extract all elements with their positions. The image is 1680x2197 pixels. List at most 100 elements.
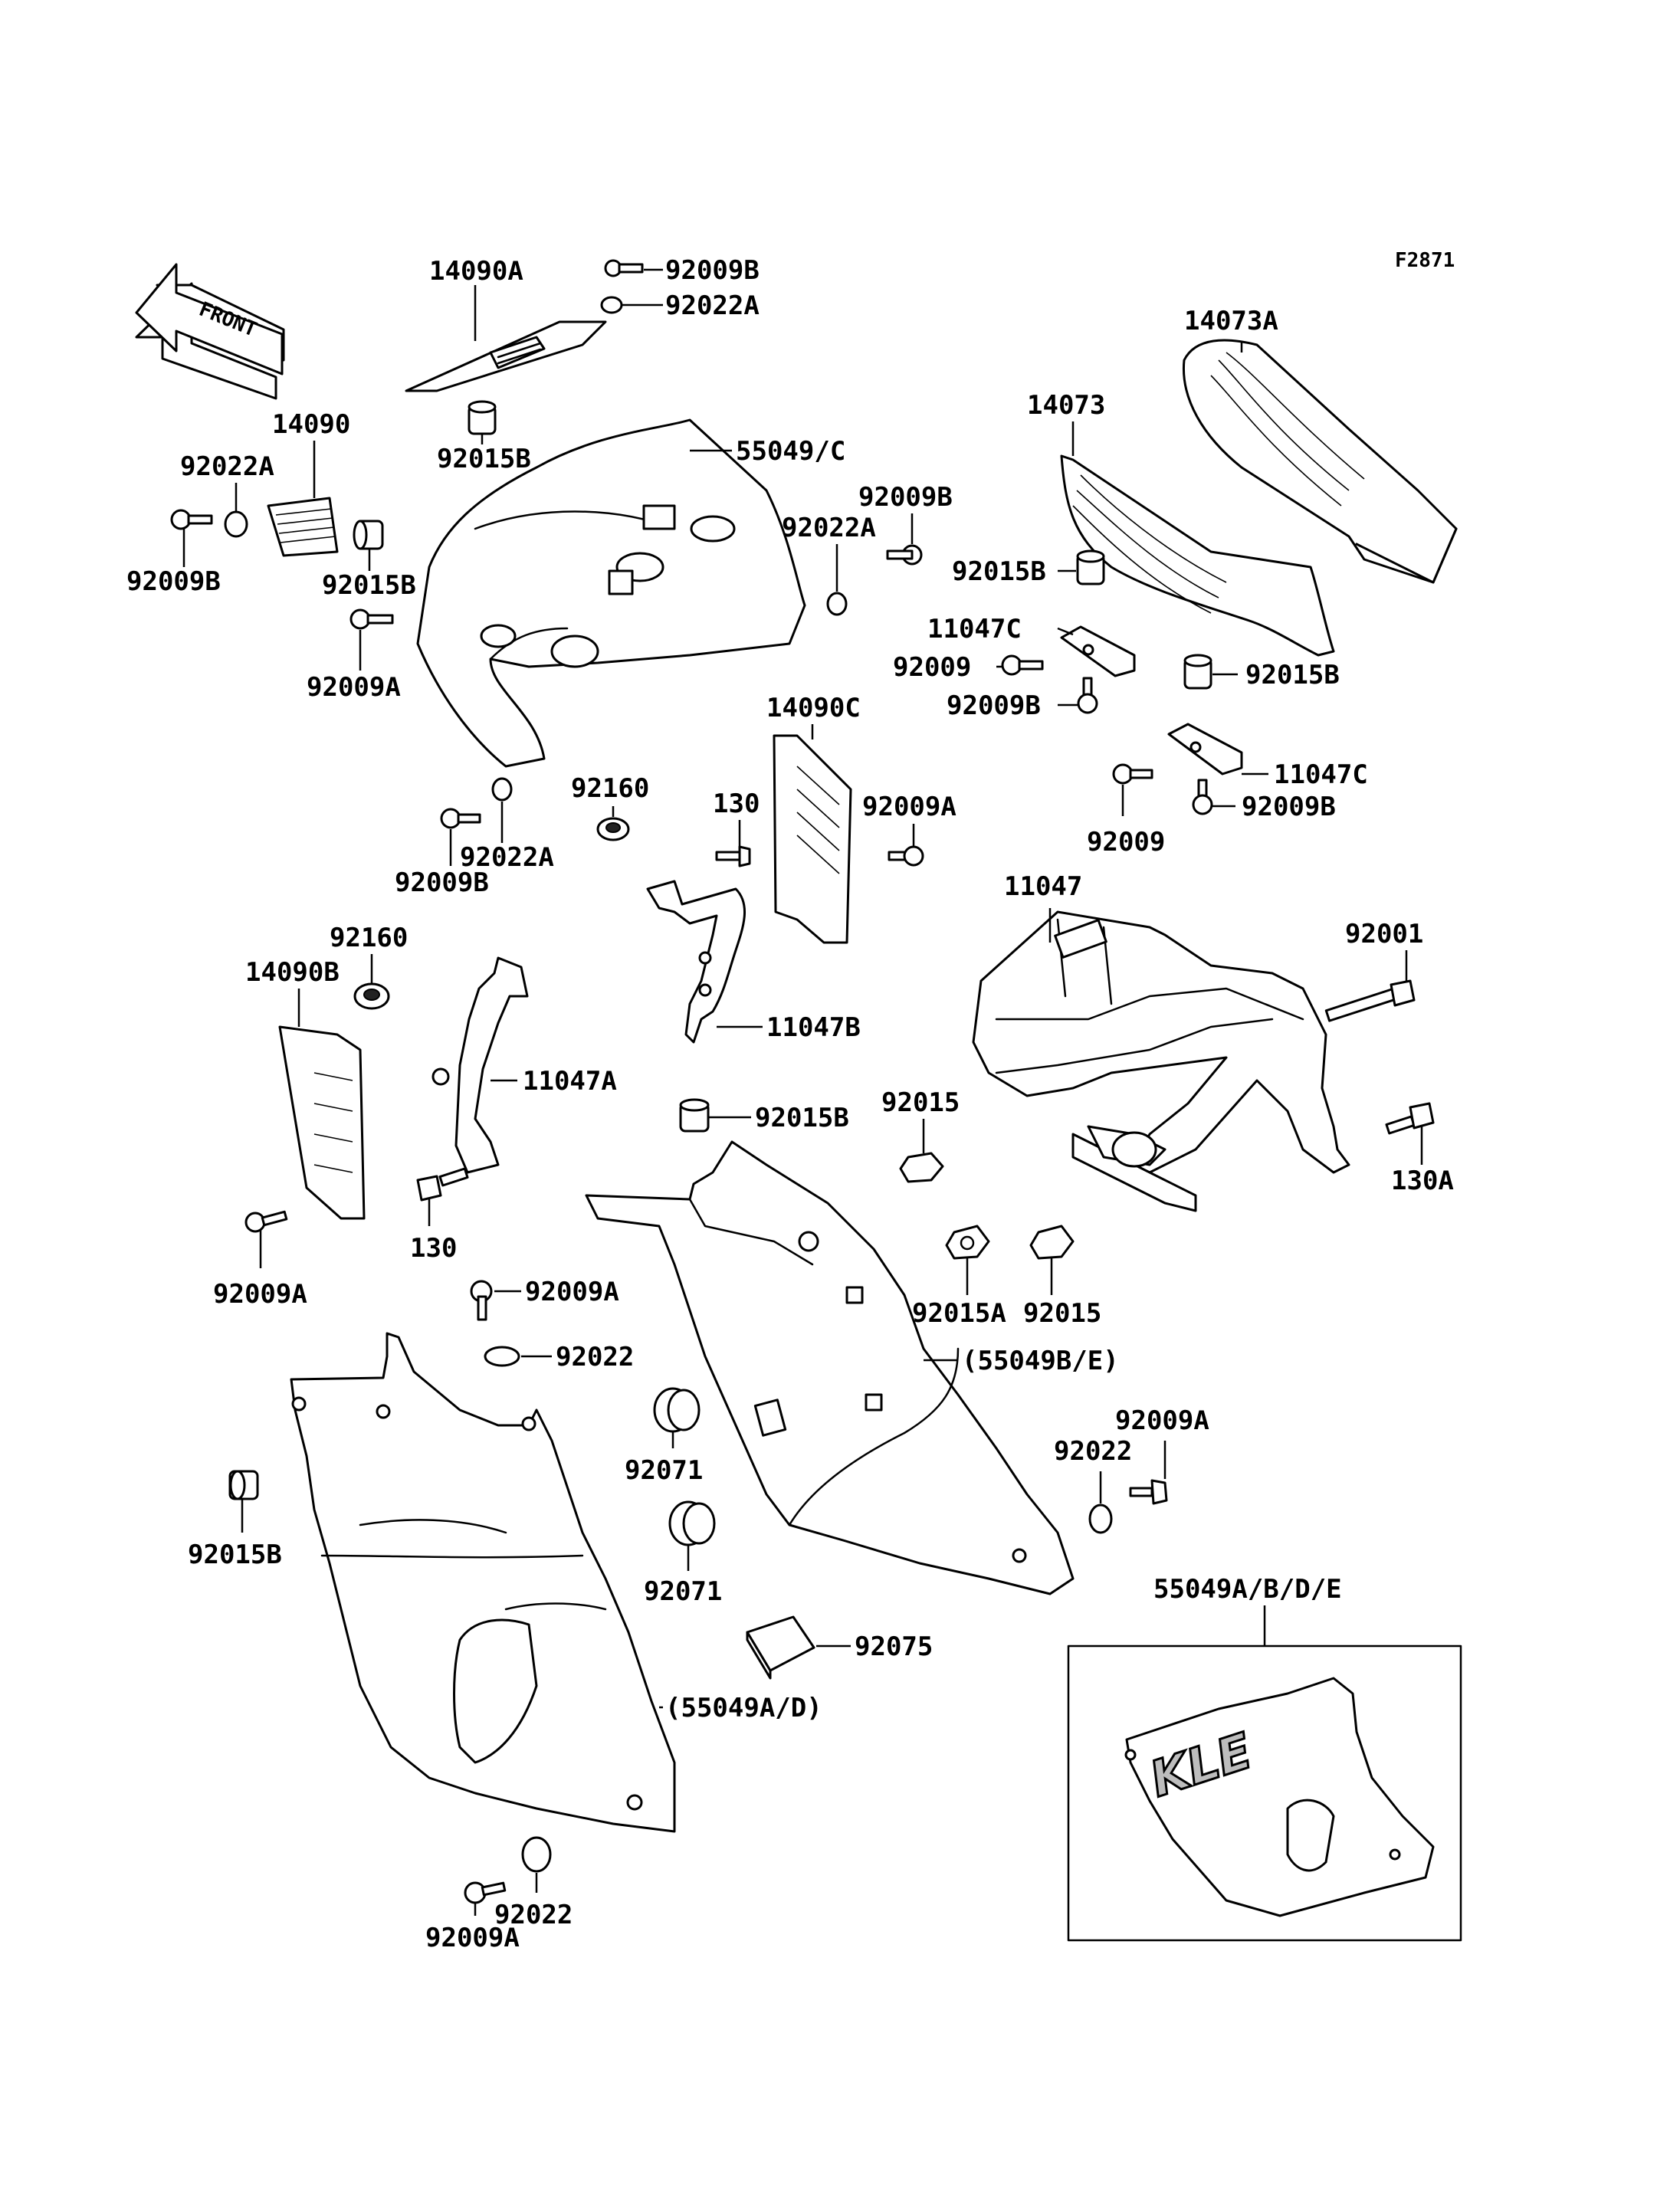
label-92009A-right: 92009A [1115, 1405, 1209, 1436]
label-14073A: 14073A [1184, 306, 1278, 336]
label-92022A-lower: 92022A [460, 842, 554, 873]
label-92015-a: 92015 [881, 1087, 960, 1118]
label-11047C-2: 11047C [1274, 759, 1368, 790]
leader-lines [182, 268, 1423, 1916]
washer-92022-center [484, 1346, 520, 1367]
label-92015B-center: 92015B [755, 1103, 849, 1133]
figure-code: F2871 [1395, 249, 1455, 272]
bolt-92009A-center [470, 1280, 493, 1321]
label-92071-a: 92071 [625, 1455, 703, 1486]
side-panel-14090 [267, 497, 339, 557]
label-92015B-right2: 92015B [1245, 660, 1340, 690]
bracket-11047A [431, 956, 529, 1174]
bolt-92009B-right1 [1077, 677, 1098, 714]
bolt-92001 [1324, 979, 1416, 1022]
label-92009B-right1: 92009B [947, 690, 1041, 721]
label-92015B-lowleft: 92015B [188, 1540, 282, 1570]
air-duct-14073 [1060, 454, 1335, 657]
label-92022A-left: 92022A [180, 451, 274, 482]
label-55049AD: (55049A/D) [665, 1693, 822, 1723]
bolt-92009B-left [170, 509, 213, 530]
inner-panel-14090C [773, 734, 852, 944]
label-92009A-left: 92009A [213, 1279, 307, 1310]
label-92015A: 92015A [912, 1298, 1006, 1329]
label-92009A-center: 92009A [525, 1277, 619, 1307]
air-duct-14073A [1182, 339, 1458, 584]
label-55049BE: (55049B/E) [962, 1346, 1119, 1376]
grommet-92160-top [596, 817, 630, 841]
collar-92015B-lowleft [228, 1470, 259, 1500]
label-92022-bottom: 92022 [494, 1900, 573, 1930]
label-92071-b: 92071 [644, 1576, 722, 1607]
label-14090: 14090 [272, 409, 350, 440]
nut-92015A [945, 1225, 990, 1260]
label-130-left: 130 [410, 1233, 457, 1264]
label-92022-center: 92022 [556, 1342, 634, 1372]
bolt-92009A-bottom [464, 1881, 507, 1904]
grommet-92160-left [353, 982, 390, 1010]
front-direction-arrow: FRONT [135, 263, 285, 400]
label-92009-1: 92009 [893, 652, 971, 683]
upper-inner-cover-14090A [405, 320, 607, 392]
label-11047: 11047 [1004, 871, 1082, 902]
label-14090A: 14090A [429, 256, 523, 287]
label-92001: 92001 [1345, 919, 1423, 949]
label-92009B-lower: 92009B [395, 867, 489, 898]
grommet-92071-b [668, 1500, 716, 1546]
collar-92015B-center [679, 1098, 710, 1133]
label-92015B-top: 92015B [437, 444, 531, 474]
lower-side-cowling-55049AD [290, 1332, 676, 1833]
label-92015B-left: 92015B [322, 570, 416, 601]
label-55049C: 55049/C [736, 436, 845, 467]
label-92009-2: 92009 [1087, 827, 1165, 857]
label-92009B-left: 92009B [126, 566, 221, 597]
label-92009A-upper: 92009A [307, 672, 401, 703]
label-11047A: 11047A [523, 1066, 617, 1097]
label-92022-right: 92022 [1054, 1436, 1132, 1467]
upper-cowling-55049C [416, 418, 806, 768]
label-55049ABDE: 55049A/B/D/E [1153, 1574, 1342, 1605]
label-92160-top: 92160 [571, 773, 649, 804]
label-92015-b: 92015 [1023, 1298, 1101, 1329]
collar-92015B-top [468, 400, 497, 435]
bolt-92009-2 [1112, 763, 1153, 785]
label-14090C: 14090C [766, 693, 861, 723]
bolt-92009A-c [888, 845, 924, 867]
label-92009B-right2: 92009B [1242, 792, 1336, 822]
label-11047B: 11047B [766, 1012, 861, 1043]
label-92009B-top: 92009B [665, 255, 760, 286]
bolt-92009B-right2 [1192, 779, 1213, 815]
middle-side-cowling-55049BE [585, 1140, 1075, 1595]
washer-92022A-top [600, 296, 623, 314]
cowling-stay-11047 [972, 910, 1350, 1212]
bolt-130A [1385, 1102, 1435, 1135]
label-130-top: 130 [713, 789, 760, 819]
bolt-92009B-mid [886, 544, 923, 566]
bracket-11047B [646, 880, 746, 1044]
bolt-130-left [416, 1167, 469, 1202]
pad-92075 [746, 1615, 815, 1680]
label-92022A-mid: 92022A [782, 513, 876, 543]
grommet-92071-a [653, 1387, 701, 1433]
label-92009A-c: 92009A [862, 792, 956, 822]
collar-92015B-right1 [1076, 549, 1105, 585]
washer-92022-bottom [521, 1836, 552, 1873]
collar-92015B-right2 [1183, 654, 1212, 690]
label-92009B-mid: 92009B [858, 482, 953, 513]
part-labels: 14090A 92009B 92022A 92015B 55049/C 1409… [126, 255, 1454, 1953]
label-92160-left: 92160 [330, 923, 408, 953]
label-92075: 92075 [855, 1631, 933, 1662]
bolt-92009A-upper [349, 608, 394, 630]
nut-92015-b [1029, 1225, 1075, 1260]
bracket-11047C-1 [1060, 625, 1136, 677]
nut-92015-a [899, 1152, 944, 1183]
washer-92022-right [1088, 1503, 1113, 1534]
inner-panel-14090B [278, 1025, 366, 1220]
bolt-130-top [715, 845, 751, 867]
label-14073: 14073 [1027, 390, 1105, 421]
bolt-92009A-right [1129, 1479, 1168, 1505]
inset-55049ABDE: KLE [1067, 1644, 1462, 1942]
label-92015B-right1: 92015B [952, 556, 1046, 587]
bolt-92009A-left [244, 1210, 288, 1233]
